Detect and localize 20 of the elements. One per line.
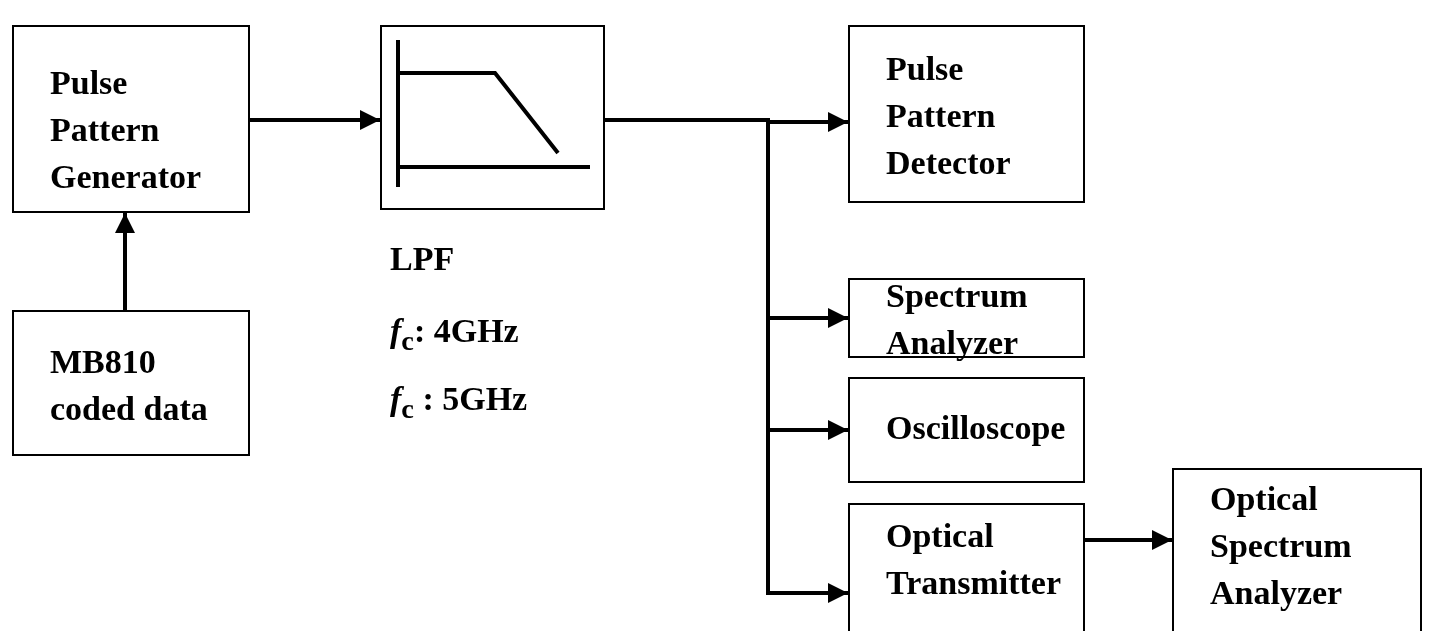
process-box — [848, 25, 1085, 203]
arrow — [115, 213, 135, 310]
box-label: Pulse Pattern Detector — [886, 49, 1012, 183]
process-box — [12, 25, 250, 213]
box-label: Optical Spectrum Analyzer — [1210, 479, 1353, 613]
box-label: Pulse Pattern Generator — [50, 63, 203, 197]
box-label: MB810 coded data — [50, 342, 209, 429]
process-box — [848, 377, 1085, 483]
filter-label: LPF — [390, 240, 455, 278]
filter-label: f$_{c}$ : 5GHz — [390, 380, 528, 425]
box-label: Oscilloscope — [886, 408, 1067, 448]
process-box — [1172, 468, 1422, 631]
process-box — [12, 310, 250, 456]
filter-label: f$_{c}$: 4GHz — [390, 312, 519, 357]
filter-box — [380, 25, 605, 210]
arrow — [1085, 530, 1172, 550]
arrow — [250, 110, 380, 130]
process-box — [848, 503, 1085, 631]
box-label: Spectrum Analyzer — [886, 276, 1029, 363]
box-label: Optical Transmitter — [886, 516, 1062, 603]
